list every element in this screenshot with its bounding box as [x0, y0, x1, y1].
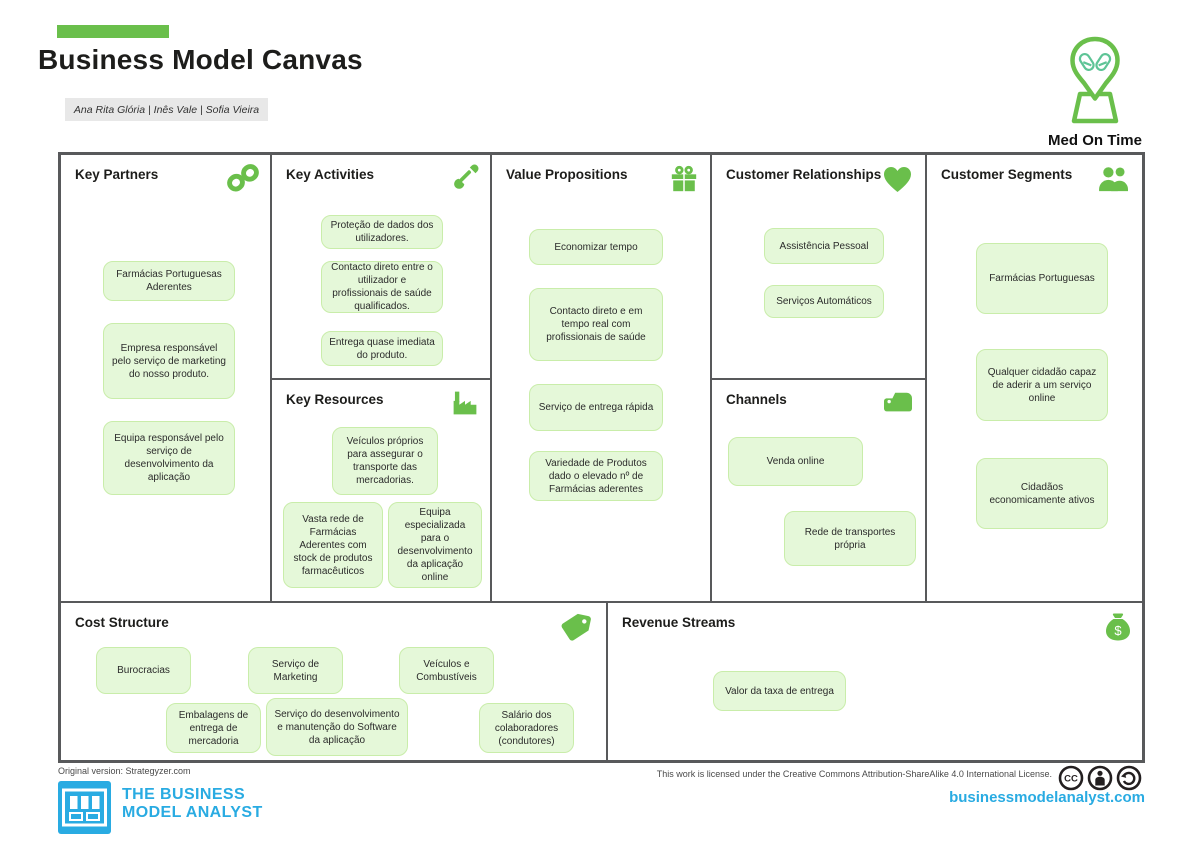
sticky-note: Vasta rede de Farmácias Aderentes com st…	[283, 502, 383, 588]
sticky-note: Equipa responsável pelo serviço de desen…	[103, 421, 235, 495]
section-title: Customer Relationships	[726, 167, 882, 182]
sticky-note: Venda online	[728, 437, 863, 486]
sticky-note: Veículos e Combustíveis	[399, 647, 494, 694]
section-customer-segments: Customer Segments Farmácias Portuguesas …	[926, 154, 1143, 602]
cc-icon[interactable]: CC	[1058, 765, 1084, 796]
section-title: Cost Structure	[75, 615, 169, 630]
sticky-note: Veículos próprios para assegurar o trans…	[332, 427, 438, 495]
business-model-canvas: Key Partners Farmácias Portuguesas Adere…	[58, 152, 1145, 763]
cc-sa-icon[interactable]	[1116, 765, 1142, 796]
brand-name: Med On Time	[1048, 132, 1142, 149]
section-cost-structure: Cost Structure Burocracias Serviço de Ma…	[60, 602, 607, 761]
sticky-note: Farmácias Portuguesas	[976, 243, 1108, 314]
sticky-note: Embalagens de entrega de mercadoria	[166, 703, 261, 753]
svg-text:$: $	[1114, 623, 1122, 638]
sticky-note: Farmácias Portuguesas Aderentes	[103, 261, 235, 301]
license-text: This work is licensed under the Creative…	[656, 769, 1052, 779]
sticky-note: Qualquer cidadão capaz de aderir a um se…	[976, 349, 1108, 421]
sticky-note: Proteção de dados dos utilizadores.	[321, 215, 443, 249]
section-title: Channels	[726, 392, 787, 407]
section-revenue-streams: Revenue Streams $ Valor da taxa de entre…	[607, 602, 1143, 761]
sticky-note: Variedade de Produtos dado o elevado nº …	[529, 451, 663, 501]
sticky-note: Equipa especializada para o desenvolvime…	[388, 502, 482, 588]
section-value-propositions: Value Propositions Economizar tempo Cont…	[491, 154, 711, 602]
brand-logo: Med On Time	[1030, 34, 1160, 149]
authors-label: Ana Rita Glória | Inês Vale | Sofia Viei…	[65, 98, 268, 121]
section-title: Key Partners	[75, 167, 159, 182]
sticky-note: Economizar tempo	[529, 229, 663, 265]
accent-bar	[57, 25, 169, 38]
original-version-note: Original version: Strategyzer.com	[58, 766, 191, 776]
sticky-note: Assistência Pessoal	[764, 228, 884, 264]
sticky-note: Contacto direto entre o utilizador e pro…	[321, 261, 443, 313]
sticky-note: Serviço de Marketing	[248, 647, 343, 694]
tag-icon	[559, 612, 595, 642]
bma-logo-icon	[58, 781, 111, 834]
bma-logo-text: THE BUSINESS MODEL ANALYST	[122, 786, 263, 823]
section-customer-relationships: Customer Relationships Assistência Pesso…	[711, 154, 926, 379]
sticky-note: Serviço do desenvolvimento e manutenção …	[266, 698, 408, 756]
sticky-note: Entrega quase imediata do produto.	[321, 331, 443, 366]
heart-icon	[881, 164, 914, 193]
page-title: Business Model Canvas	[38, 44, 363, 75]
cc-license-badges[interactable]: CC	[1058, 765, 1142, 796]
website-link[interactable]: businessmodelanalyst.com	[949, 789, 1145, 806]
shovel-icon	[451, 164, 479, 192]
sticky-note: Burocracias	[96, 647, 191, 694]
sticky-note: Contacto direto e em tempo real com prof…	[529, 288, 663, 361]
sticky-note: Rede de transportes própria	[784, 511, 916, 566]
bma-logo-line1: THE BUSINESS	[122, 786, 246, 803]
section-key-activities: Key Activities Proteção de dados dos uti…	[271, 154, 491, 379]
gift-icon	[669, 164, 699, 194]
map-pin-pills-icon	[1062, 36, 1128, 130]
factory-icon	[451, 389, 479, 417]
truck-icon	[882, 389, 914, 417]
section-title: Key Resources	[286, 392, 384, 407]
section-title: Revenue Streams	[622, 615, 736, 630]
sticky-note: Serviço de entrega rápida	[529, 384, 663, 431]
sticky-note: Serviços Automáticos	[764, 285, 884, 318]
section-key-resources: Key Resources Veículos próprios para ass…	[271, 379, 491, 602]
sticky-note: Valor da taxa de entrega	[713, 671, 846, 711]
svg-text:CC: CC	[1064, 774, 1078, 785]
section-key-partners: Key Partners Farmácias Portuguesas Adere…	[60, 154, 271, 602]
link-icon	[227, 164, 259, 192]
people-icon	[1097, 164, 1131, 192]
section-title: Value Propositions	[506, 167, 628, 182]
section-title: Key Activities	[286, 167, 375, 182]
bma-logo-line2: MODEL ANALYST	[122, 804, 263, 822]
sticky-note: Salário dos colaboradores (condutores)	[479, 703, 574, 753]
sticky-note: Empresa responsável pelo serviço de mark…	[103, 323, 235, 399]
section-channels: Channels Venda online Rede de transporte…	[711, 379, 926, 602]
section-title: Customer Segments	[941, 167, 1073, 182]
cc-by-icon[interactable]	[1087, 765, 1113, 796]
sticky-note: Cidadãos economicamente ativos	[976, 458, 1108, 529]
money-bag-icon: $	[1105, 612, 1131, 642]
